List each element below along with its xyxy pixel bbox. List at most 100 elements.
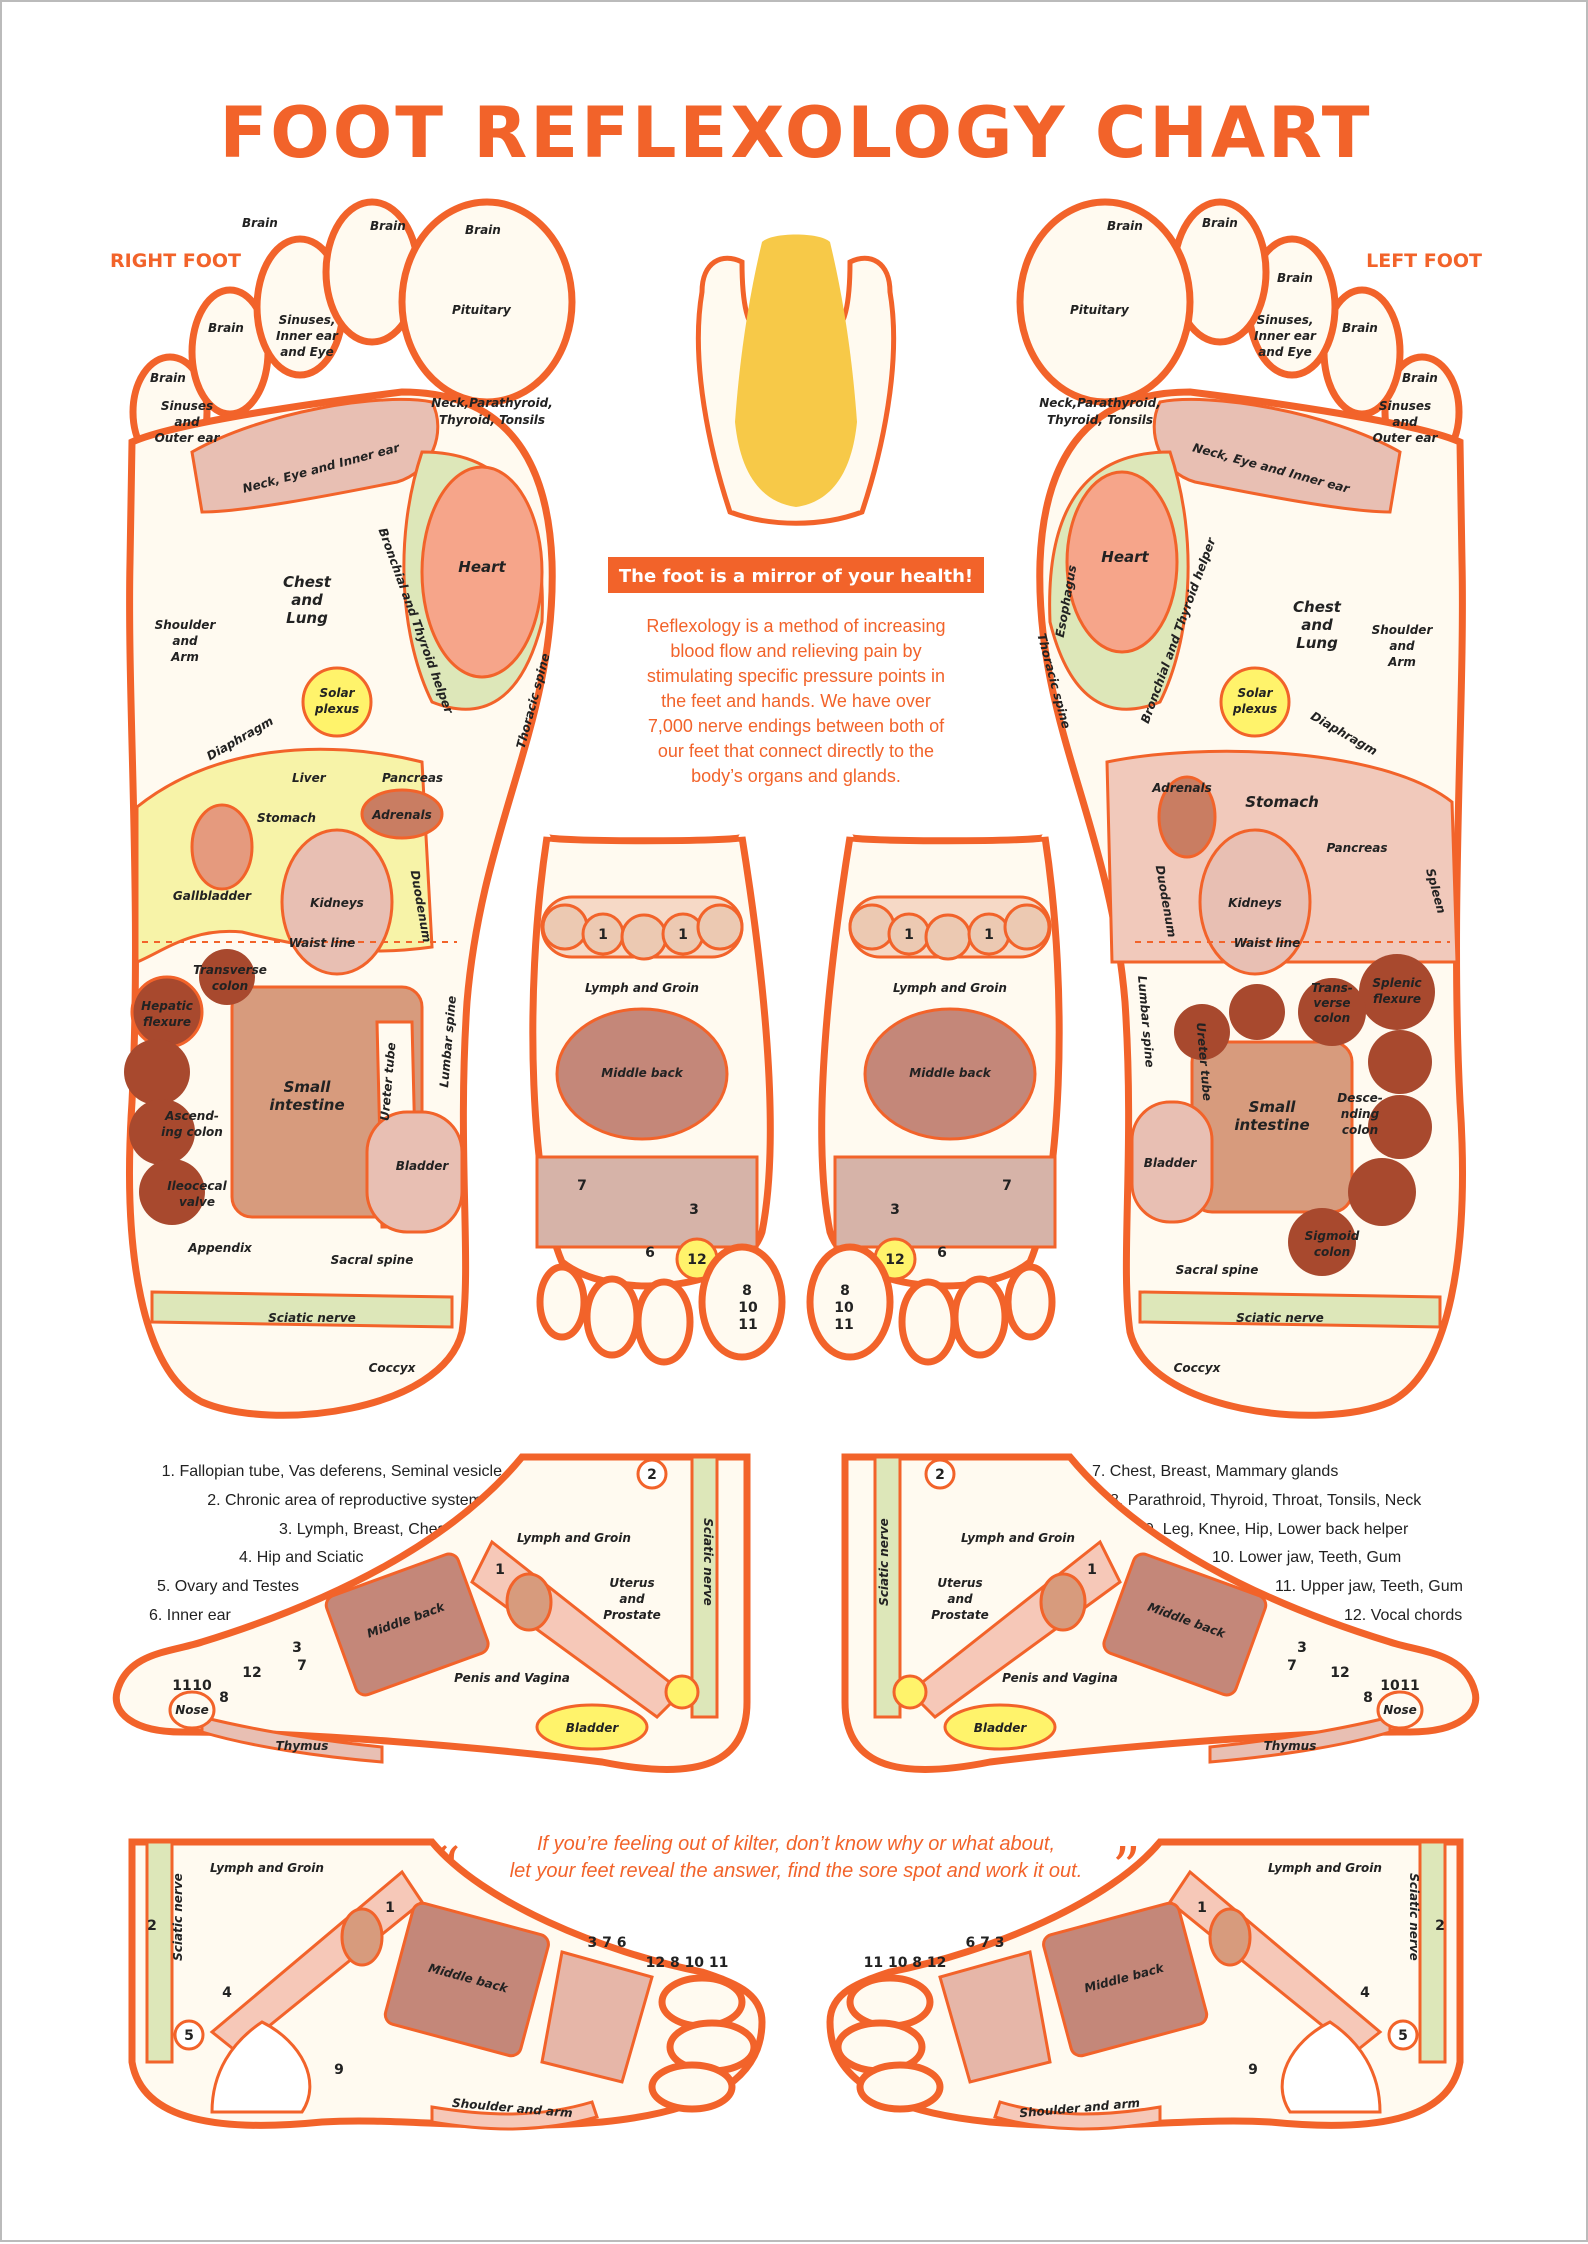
ascending-label: ing colon <box>161 1125 223 1139</box>
point-3-label: 3 <box>689 1202 699 1218</box>
legend-item: 11. Upper jaw, Teeth, Gum <box>1275 1578 1463 1595</box>
top-foot-left <box>529 833 786 1366</box>
intro-line: body’s organs and glands. <box>691 766 901 786</box>
banner-bg <box>608 557 984 593</box>
chest-label: and <box>1301 616 1333 634</box>
point-1-label: 1 <box>495 1562 505 1578</box>
point-2-label: 2 <box>647 1467 657 1483</box>
point-1-label: 1 <box>1087 1562 1097 1578</box>
point-12-label: 12 <box>242 1665 261 1681</box>
middle-back-zone <box>324 1552 490 1697</box>
uterus-point <box>892 1674 928 1710</box>
top-toe <box>806 1243 894 1361</box>
lymph-node <box>1208 1907 1252 1967</box>
inner-side-right <box>112 1453 751 1773</box>
adrenals-label: Adrenals <box>1151 781 1211 795</box>
uterus-point <box>664 1674 700 1710</box>
thymus-zone <box>200 1715 384 1764</box>
transverse-label: Trans- <box>1311 981 1353 995</box>
point-7-label: 7 <box>577 1178 587 1194</box>
sigmoid-label: Sigmoid <box>1305 1229 1360 1243</box>
point-10-label: 10 <box>192 1678 212 1694</box>
top-toe <box>898 1278 958 1366</box>
sinuses-outer-label: Sinuses <box>161 399 213 413</box>
left-neck-eye-zone <box>1152 397 1402 514</box>
waist-label: Waist line <box>1234 936 1301 950</box>
shoulder-label: Shoulder <box>155 618 217 632</box>
legend-item: 10. Lower jaw, Teeth, Gum <box>1212 1549 1401 1566</box>
left-sigmoid-colon <box>1288 1208 1356 1276</box>
point-3-label: 3 <box>1297 1640 1307 1656</box>
lymph-node <box>1003 903 1051 951</box>
solar-label: Solar <box>319 686 355 700</box>
chest-label: Lung <box>1296 634 1338 652</box>
point-8-label: 8 <box>1363 1690 1373 1706</box>
uterus-label: Prostate <box>603 1608 660 1622</box>
sciatic-label: Sciatic nerve <box>701 1518 715 1606</box>
left-bladder <box>1130 1100 1214 1224</box>
top-foot-right <box>806 833 1063 1366</box>
ureter-label: Ureter tube <box>1194 1022 1215 1102</box>
sinuses-outer-label: Sinuses <box>1379 399 1431 413</box>
outer-toe-zone <box>938 1950 1052 2084</box>
outer-side-right <box>128 1838 766 2131</box>
shoulder-arm-zone <box>430 2100 599 2131</box>
thymus-zone <box>1208 1715 1392 1764</box>
outer-side-left <box>826 1838 1464 2131</box>
point-2-label: 2 <box>1435 1918 1445 1934</box>
solar-label: Solar <box>1237 686 1273 700</box>
middle-back-zone <box>1102 1552 1268 1697</box>
point-12-label: 12 <box>687 1252 706 1268</box>
point-10-label: 10 <box>834 1300 854 1316</box>
bladder-label: Bladder <box>1144 1156 1198 1170</box>
point-8-label: 8 <box>840 1283 850 1299</box>
appendix-label: Appendix <box>187 1241 253 1255</box>
stomach-label: Stomach <box>1245 793 1319 811</box>
banner-text: The foot is a mirror of your health! <box>619 566 973 587</box>
middle-back-zone <box>1042 1901 1209 2058</box>
point-9-label: 9 <box>334 2062 344 2078</box>
brain-label: Brain <box>242 216 278 230</box>
shoulder-label: Arm <box>1387 655 1416 669</box>
right-foot-label: RIGHT FOOT <box>110 250 241 272</box>
left-big-toe <box>1016 198 1194 406</box>
descending-label: Desce- <box>1337 1091 1382 1105</box>
sciatic-label: Sciatic nerve <box>877 1518 891 1606</box>
gallbladder-label: Gallbladder <box>173 889 252 903</box>
sinuses-label: and Eye <box>1258 345 1312 359</box>
lymph-node <box>340 1907 384 1967</box>
brain-label: Brain <box>465 223 501 237</box>
uterus-label: and <box>619 1592 645 1606</box>
stomach-label: Stomach <box>257 811 316 825</box>
legend-item: 2. Chronic area of reproductive system <box>207 1492 482 1509</box>
point-8-label: 8 <box>742 1283 752 1299</box>
point-3-label: 3 <box>890 1202 900 1218</box>
adrenals-label: Adrenals <box>371 808 431 822</box>
sciatic-band <box>145 1840 174 2064</box>
splenic-label: Splenic <box>1372 976 1421 990</box>
pituitary-label: Pituitary <box>452 303 512 317</box>
sinuses-outer-label: and <box>1392 415 1418 429</box>
point-12-label: 12 <box>885 1252 904 1268</box>
toe-numbers-label: 6 7 3 <box>966 1935 1005 1951</box>
coccyx-label: Coccyx <box>369 1361 417 1375</box>
middle-back-zone <box>555 1007 729 1141</box>
left-solar-plexus <box>1219 666 1291 738</box>
nose-zone <box>1376 1690 1424 1730</box>
coccyx-label: Coccyx <box>1174 1361 1222 1375</box>
right-colon-2 <box>129 1099 195 1165</box>
sinuses-label: Sinuses, <box>1257 313 1314 327</box>
point-2-marker <box>924 1458 956 1490</box>
intro-line: stimulating specific pressure points in <box>647 666 945 686</box>
spine-shape <box>735 234 857 507</box>
brain-label: Brain <box>1402 371 1438 385</box>
toe-numbers-label: 3 7 6 <box>588 1935 627 1951</box>
liver-label: Liver <box>292 771 327 785</box>
point-1-label: 1 <box>984 927 994 943</box>
point-7-label: 7 <box>1002 1178 1012 1194</box>
chest-label: Lung <box>286 609 328 627</box>
lymph-label: Lymph and Groin <box>517 1531 631 1545</box>
top-toe <box>698 1243 786 1361</box>
uterus-label: Prostate <box>931 1608 988 1622</box>
